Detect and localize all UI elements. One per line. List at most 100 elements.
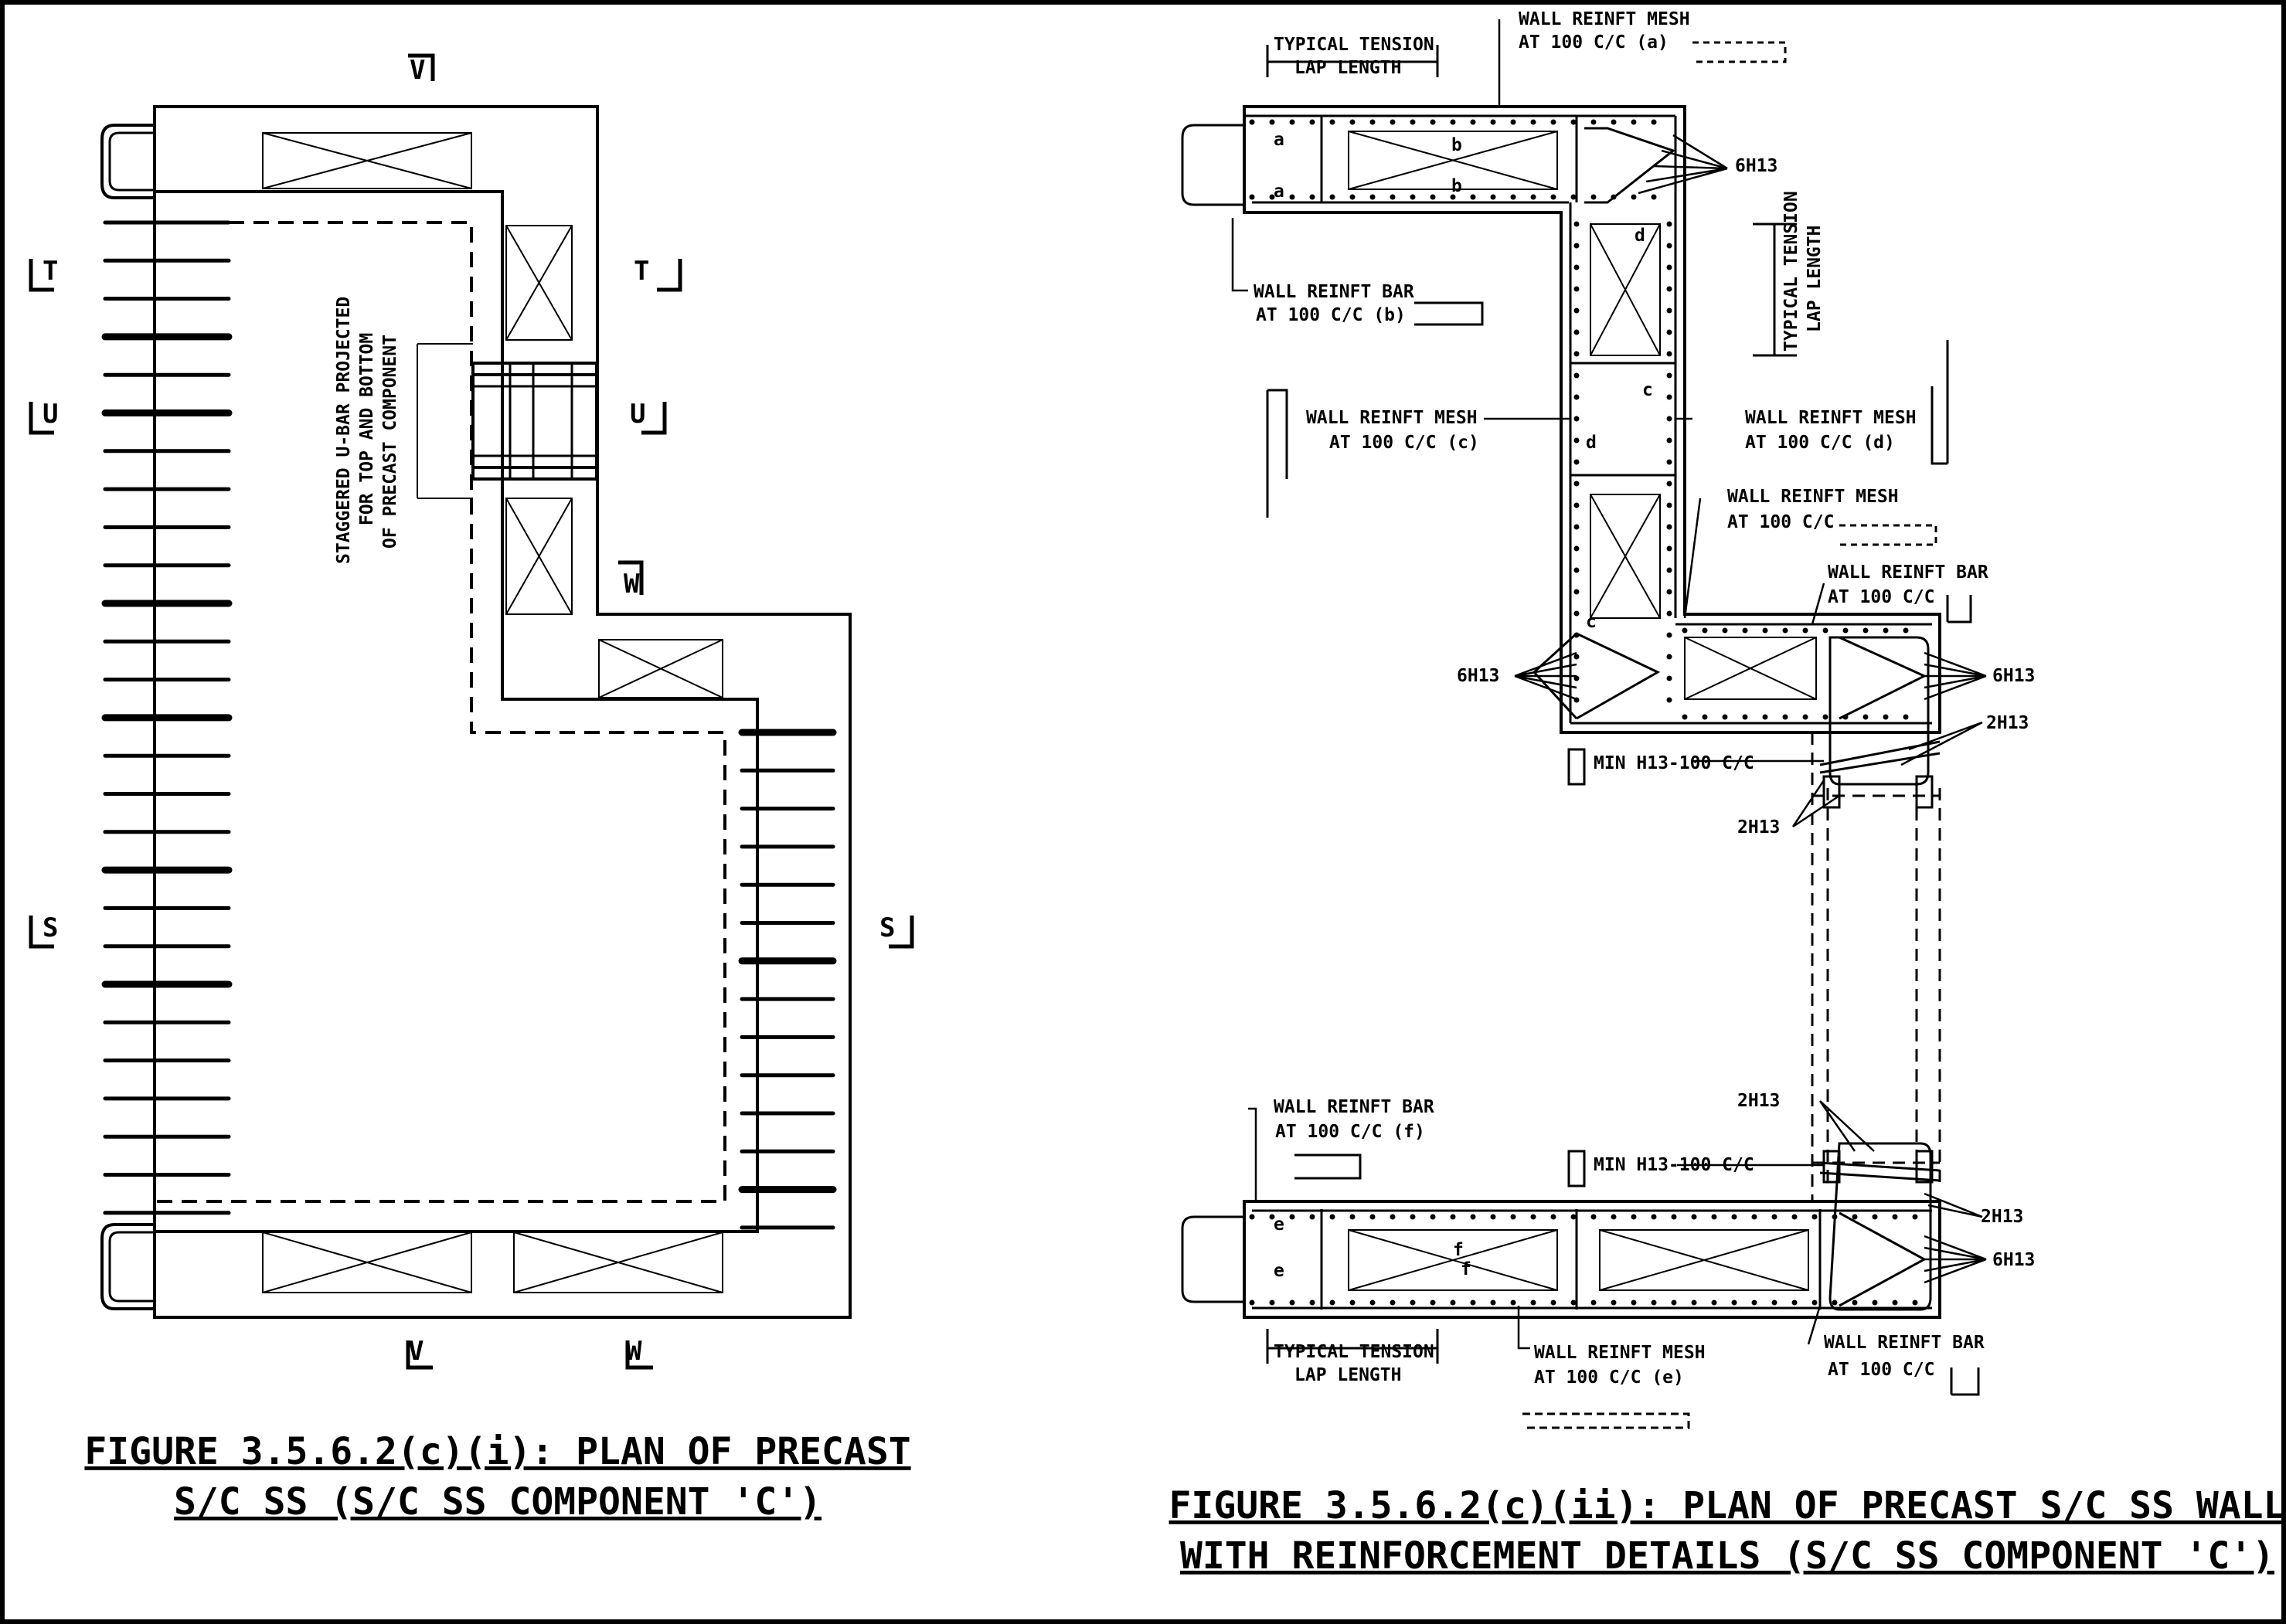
rebar-dot — [1666, 589, 1672, 595]
section-v-top: V — [410, 55, 425, 86]
bar-bot-2: AT 100 C/C — [1828, 1360, 1934, 1380]
rebar-dot — [1682, 627, 1688, 634]
left-inner-outline — [153, 190, 759, 1233]
letter-b1: b — [1451, 135, 1462, 155]
rebar-dot — [1530, 194, 1536, 200]
rebar-dot — [1573, 589, 1580, 595]
rebar-dot — [1550, 194, 1556, 200]
rebar-dot — [1249, 194, 1255, 200]
rebar-dot — [1611, 119, 1617, 125]
rebar-dot — [1573, 264, 1580, 270]
h2-right-bottom: 2H13 — [1981, 1207, 2023, 1227]
rebar-dot — [1671, 1214, 1677, 1220]
rebar-dot — [1349, 119, 1356, 125]
rebar-dot — [1742, 627, 1748, 634]
rebar-dot — [1666, 545, 1672, 552]
letter-a1: a — [1274, 130, 1284, 150]
rebar-dot — [1289, 194, 1295, 200]
mesh-1: WALL REINFT MESH — [1727, 487, 1899, 507]
letter-b2: b — [1451, 176, 1462, 196]
rebar-dot — [1666, 286, 1672, 292]
rebar-dot — [1666, 372, 1672, 379]
rebar-dot — [1590, 194, 1597, 200]
rebar-dot — [1430, 119, 1436, 125]
h2-right-top: 2H13 — [1986, 713, 2029, 733]
left-caption-line2: S/C SS (S/C SS COMPONENT 'C') — [174, 1480, 822, 1524]
section-u-right: U — [630, 399, 645, 430]
rebar-dot — [1651, 119, 1657, 125]
rebar-dot — [1872, 1300, 1878, 1306]
lap-dimensions — [1266, 45, 1797, 1364]
rebar-dot — [1570, 119, 1577, 125]
lap-top-1: TYPICAL TENSION — [1274, 35, 1434, 55]
rebar-dot — [1573, 329, 1580, 335]
rebar-dot — [1666, 610, 1672, 617]
letter-c2: c — [1586, 612, 1597, 632]
lap-v-2: LAP LENGTH — [1805, 226, 1825, 332]
rebar-dot — [1573, 610, 1580, 617]
rebar-dot — [1309, 194, 1315, 200]
leader-lines — [1231, 19, 1987, 1350]
mesh-e-2: AT 100 C/C (e) — [1534, 1367, 1684, 1388]
rebar-dot — [1570, 1214, 1577, 1220]
rebar-dot — [1771, 1300, 1777, 1306]
rebar-dot — [1631, 119, 1637, 125]
rebar-dot — [1573, 524, 1580, 530]
rebar-dot — [1883, 627, 1889, 634]
rebar-dot — [1573, 286, 1580, 292]
rebar-dot — [1369, 1300, 1376, 1306]
rebar-dot — [1666, 329, 1672, 335]
rebar-dot — [1590, 119, 1597, 125]
letter-f1: f — [1453, 1240, 1464, 1260]
h2-left-top: 2H13 — [1737, 817, 1780, 837]
rebar-dot — [1892, 1300, 1898, 1306]
rebar-dot — [1369, 1214, 1376, 1220]
rebar-dot — [1751, 1214, 1757, 1220]
right-rebar-stubs — [738, 729, 837, 1230]
rebar-dot — [1390, 119, 1396, 125]
rebar-dot — [1573, 567, 1580, 573]
rebar-dot — [1390, 1214, 1396, 1220]
rebar-dot — [1671, 1300, 1677, 1306]
rebar-dot — [1550, 1214, 1556, 1220]
rebar-dot — [1651, 1300, 1657, 1306]
rebar-dot — [1573, 459, 1580, 465]
bar-b-2: AT 100 C/C (b) — [1256, 305, 1406, 325]
letter-a2: a — [1274, 182, 1284, 202]
rebar-dot — [1862, 627, 1869, 634]
top-wall-outline — [1243, 105, 1941, 734]
rebar-dot — [1269, 1214, 1275, 1220]
rebar-dot — [1832, 1300, 1838, 1306]
rebar-dot — [1573, 654, 1580, 660]
rebar-dot — [1573, 307, 1580, 314]
mesh-2: AT 100 C/C — [1727, 512, 1834, 532]
rebar-dot — [1802, 627, 1808, 634]
rebar-dot — [1782, 627, 1788, 634]
h6-top: 6H13 — [1735, 156, 1777, 176]
letter-c1: c — [1642, 380, 1653, 400]
rebar-dot — [1822, 714, 1828, 720]
bar-f-1: WALL REINFT BAR — [1274, 1097, 1434, 1117]
rebar-dot — [1573, 372, 1580, 379]
rebar-dot — [1722, 627, 1728, 634]
lap-bot-2: LAP LENGTH — [1294, 1365, 1401, 1385]
rebar-dot — [1430, 1300, 1436, 1306]
rebar-dot — [1903, 714, 1909, 720]
bar-symbols — [1266, 41, 1980, 1429]
rebar-dot — [1309, 1300, 1315, 1306]
rebar-dot — [1852, 1214, 1858, 1220]
rebar-dot — [1651, 194, 1657, 200]
rebar-dot — [1666, 307, 1672, 314]
rebar-dot — [1912, 1214, 1918, 1220]
rebar-dot — [1390, 1300, 1396, 1306]
h2-left-bottom: 2H13 — [1737, 1091, 1780, 1111]
rebar-dot — [1722, 714, 1728, 720]
rebar-dot — [1530, 1300, 1536, 1306]
rebar-dot — [1666, 654, 1672, 660]
rebar-dot — [1570, 194, 1577, 200]
right-caption-line1: FIGURE 3.5.6.2(c)(ii): PLAN OF PRECAST S… — [1169, 1484, 2286, 1527]
rebar-dot — [1666, 264, 1672, 270]
rebar-dot — [1530, 1214, 1536, 1220]
rebar-dot — [1249, 119, 1255, 125]
